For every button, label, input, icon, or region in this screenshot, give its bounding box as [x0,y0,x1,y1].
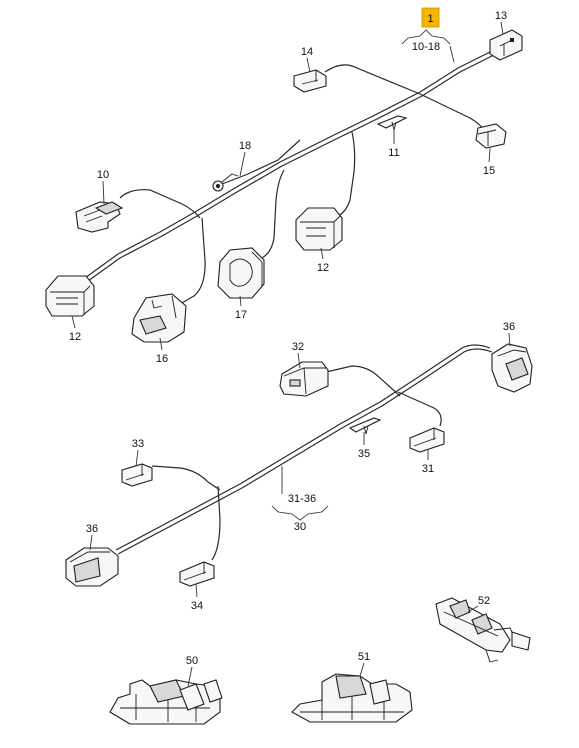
harness-1-branch-15 [419,93,485,131]
connector-14 [293,69,327,93]
label-12-right: 12 [317,262,329,274]
holder-52 [435,597,531,663]
label-12-left: 12 [69,331,81,343]
connector-16 [131,293,187,343]
connector-32 [279,361,329,397]
harness-1-branch-12 [337,131,356,217]
connector-33 [121,463,153,487]
clip-35 [348,417,382,435]
main-assembly-range: 10-18 [412,41,440,53]
label-51: 51 [358,651,370,663]
label-50: 50 [186,655,198,667]
connector-34 [179,561,215,587]
connector-13 [489,29,523,61]
sub-assembly-number: 30 [294,521,306,533]
label-32: 32 [292,341,304,353]
label-34: 34 [191,600,203,612]
harness-1-branch-14 [324,64,421,95]
harness-1-wires [84,47,501,305]
bracket-50 [109,679,223,725]
sub-assembly-range: 31-36 [288,493,316,505]
connector-12-left [45,275,95,317]
connector-17 [217,247,265,299]
label-18: 18 [239,140,251,152]
label-13: 13 [495,10,507,22]
harness-1-main-trunk [84,47,499,279]
clip-11 [376,115,408,131]
harness-1-labels: 1 10-18 13 14 15 11 18 10 12 16 17 12 [69,7,507,365]
label-36-left: 36 [86,523,98,535]
connector-10 [75,201,124,233]
connector-15 [475,123,507,149]
label-16: 16 [156,353,168,365]
label-52: 52 [478,595,490,607]
label-31: 31 [422,463,434,475]
harness-30-main-trunk [115,344,491,551]
ground-stud-18 [212,173,239,192]
ground-strap-wire [221,139,301,185]
highlight-box [421,7,440,28]
label-15: 15 [483,165,495,177]
label-35: 35 [358,448,370,460]
connector-12-right [295,207,343,251]
label-36-right: 36 [503,321,515,333]
label-11: 11 [388,147,399,159]
harness-30-branch-34 [211,485,221,561]
harness-1-branch-16 [179,217,206,305]
connector-31 [409,427,445,453]
main-assembly-number: 1 [427,13,433,25]
label-33: 33 [132,438,144,450]
label-14: 14 [301,46,313,58]
bracket-51 [291,673,413,723]
harness-30-labels: 32 36 35 31 33 34 36 31-36 30 [86,321,515,612]
harness-30-branch-31 [397,391,442,427]
harness-1-branch-17 [261,169,285,259]
harness-30-branch-32 [325,365,401,397]
harness-30-branch-33 [151,465,221,491]
connector-36-right [491,343,533,393]
harness-1-branch-10 [119,189,201,219]
label-17: 17 [235,309,247,321]
harness-30-wires [115,344,493,561]
connector-36-left [65,547,119,587]
label-10: 10 [97,169,109,181]
